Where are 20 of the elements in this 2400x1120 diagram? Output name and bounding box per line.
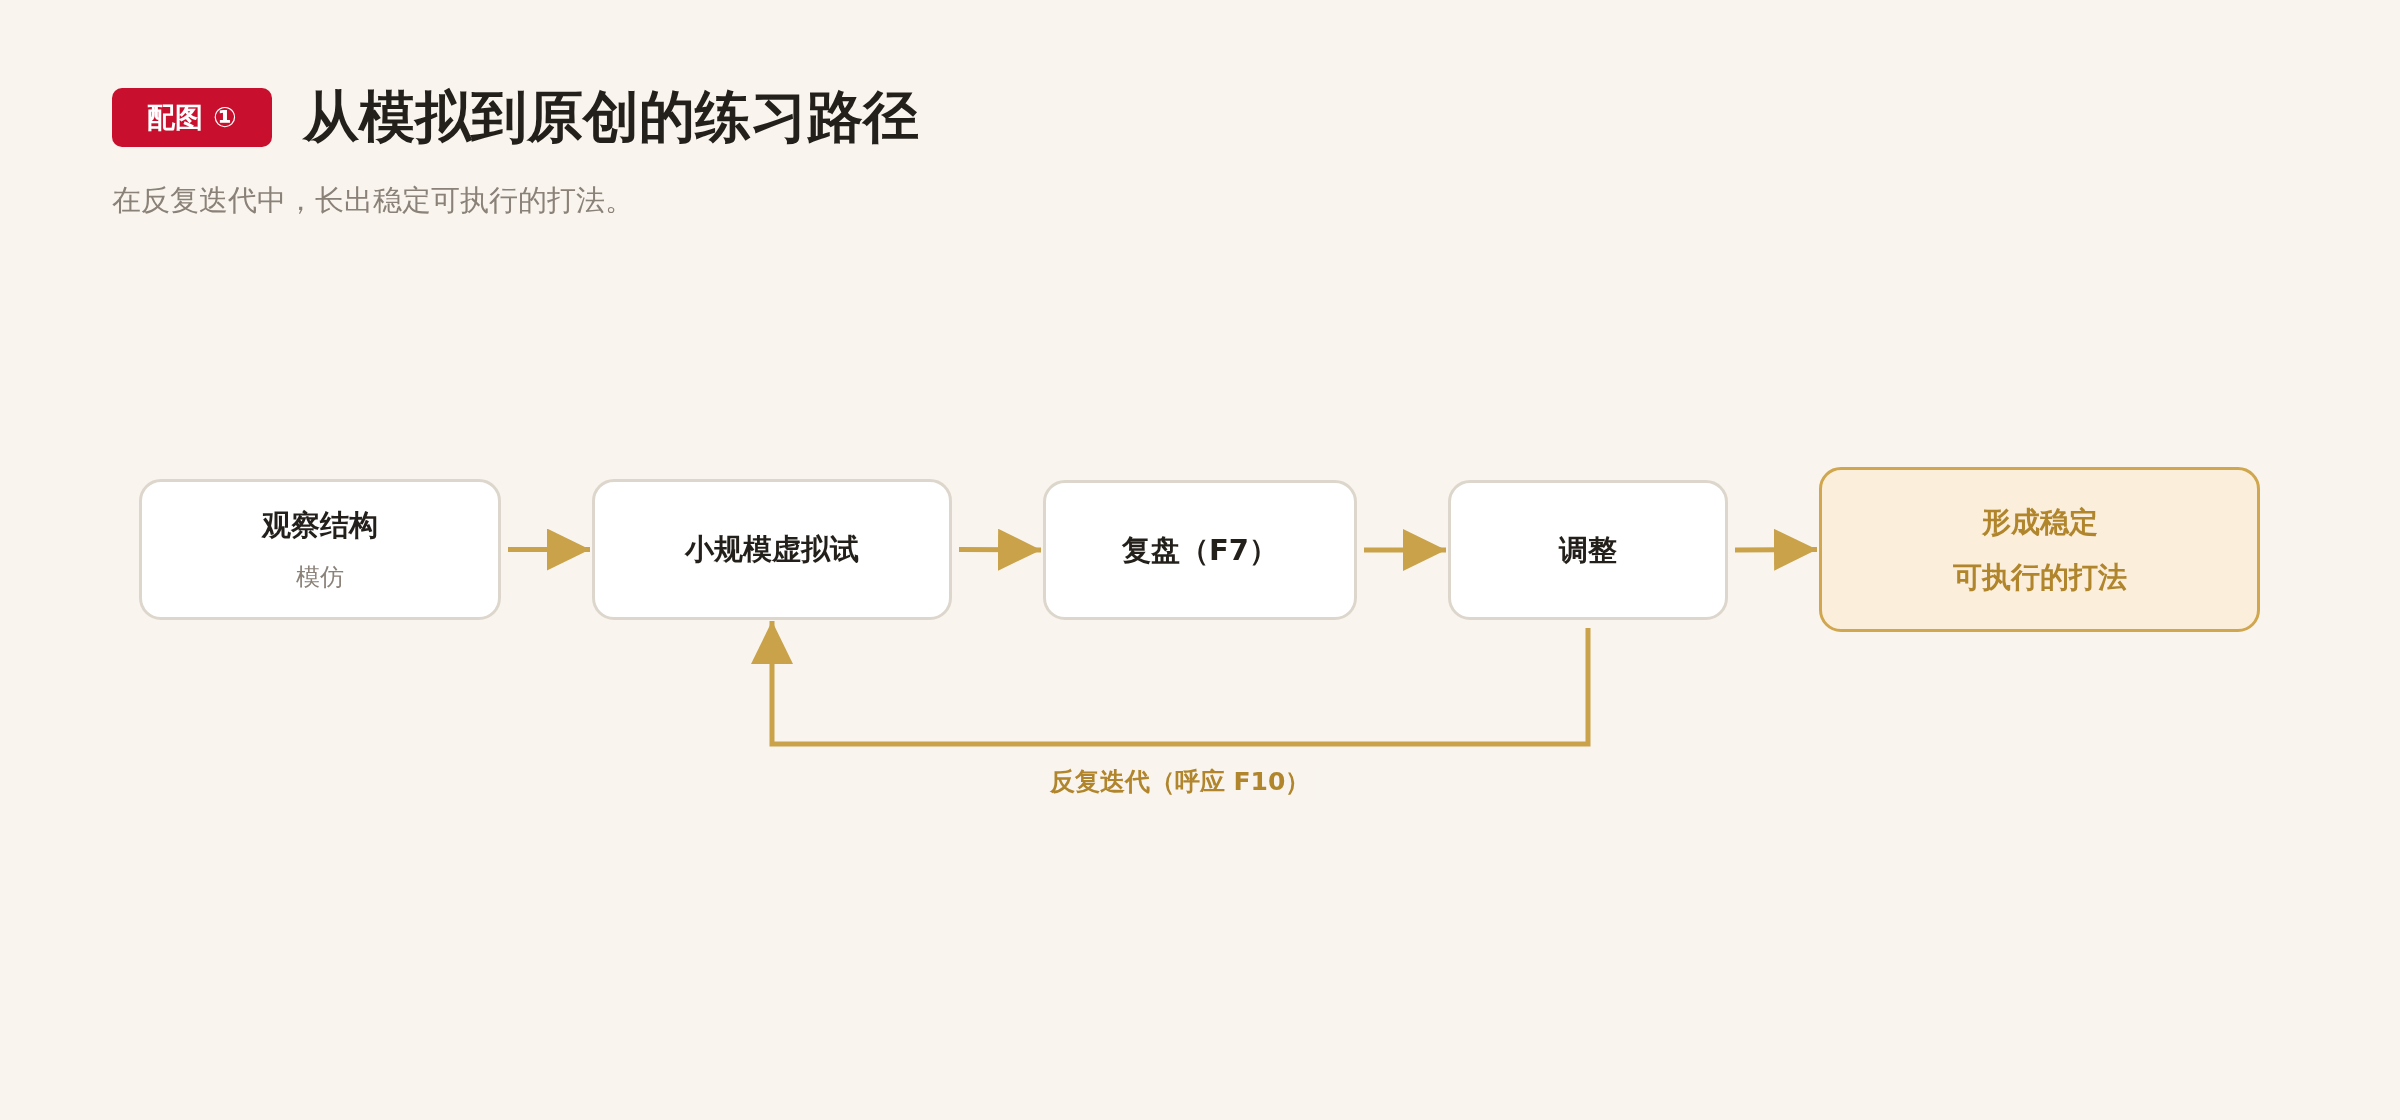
- arrow: [508, 528, 590, 571]
- arrow: [1735, 528, 1817, 571]
- process-box: [1448, 480, 1728, 620]
- process-box: [1043, 480, 1357, 620]
- node-title: 小规模虚拟试: [685, 531, 859, 568]
- node-title: 复盘（F7）: [1122, 531, 1278, 569]
- node-title: 形成稳定: [1981, 504, 2098, 541]
- figure-badge: 配图 ①: [112, 88, 272, 147]
- diagram-title: 从模拟到原创的练习路径: [303, 83, 919, 151]
- feedback-arrow: [751, 621, 1591, 747]
- arrow: [1364, 529, 1446, 571]
- node-title: 观察结构: [262, 507, 378, 544]
- process-box: [139, 479, 501, 620]
- node-title: 调整: [1559, 531, 1617, 569]
- process-box: [592, 479, 952, 620]
- node-title: 可执行的打法: [1952, 558, 2127, 595]
- arrow: [959, 528, 1041, 571]
- result-box: [1819, 467, 2260, 632]
- node-subtitle: 模仿: [296, 561, 344, 592]
- subtitle: 在反复迭代中，长出稳定可执行的打法。: [112, 182, 634, 219]
